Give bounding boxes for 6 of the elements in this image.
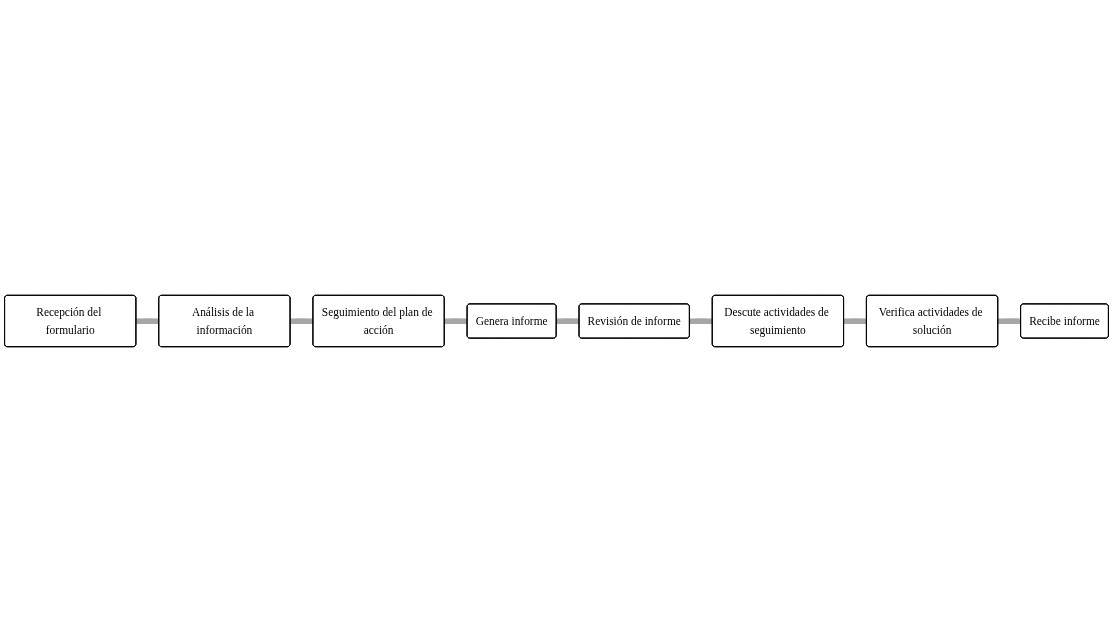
connector <box>688 318 714 325</box>
connector <box>555 318 581 325</box>
connector <box>997 318 1022 325</box>
connector <box>443 318 469 325</box>
connector <box>842 318 868 325</box>
connector <box>135 318 160 325</box>
